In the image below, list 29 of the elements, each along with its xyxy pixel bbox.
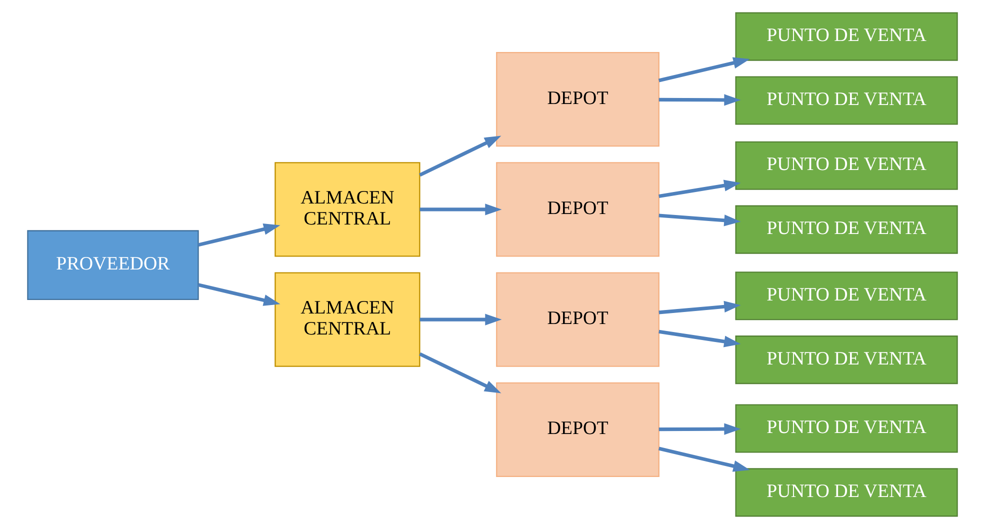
arrow xyxy=(420,204,502,216)
node-box: ALMACEN CENTRAL xyxy=(274,272,420,367)
node-box: DEPOT xyxy=(496,272,660,367)
arrow xyxy=(658,330,741,348)
node-box: DEPOT xyxy=(496,162,660,257)
node-box: PUNTO DE VENTA xyxy=(735,141,958,190)
arrow xyxy=(198,283,280,306)
arrow xyxy=(658,300,741,314)
arrow xyxy=(658,94,741,106)
arrow xyxy=(420,314,502,326)
arrow xyxy=(419,136,502,177)
arrow xyxy=(198,223,280,247)
arrow xyxy=(658,214,741,226)
node-box: PUNTO DE VENTA xyxy=(735,468,958,517)
arrow xyxy=(419,352,502,394)
node-box: PUNTO DE VENTA xyxy=(735,336,958,384)
node-box: ALMACEN CENTRAL xyxy=(274,162,420,257)
arrow xyxy=(658,423,741,435)
node-box: PUNTO DE VENTA xyxy=(735,205,958,254)
node-box: PROVEEDOR xyxy=(27,230,199,300)
arrow xyxy=(658,446,750,472)
arrow xyxy=(658,180,741,198)
node-box: DEPOT xyxy=(496,382,660,478)
node-box: PUNTO DE VENTA xyxy=(735,272,958,320)
arrow xyxy=(658,57,750,82)
node-box: DEPOT xyxy=(496,52,660,147)
node-box: PUNTO DE VENTA xyxy=(735,12,958,61)
node-box: PUNTO DE VENTA xyxy=(735,76,958,125)
node-box: PUNTO DE VENTA xyxy=(735,404,958,453)
